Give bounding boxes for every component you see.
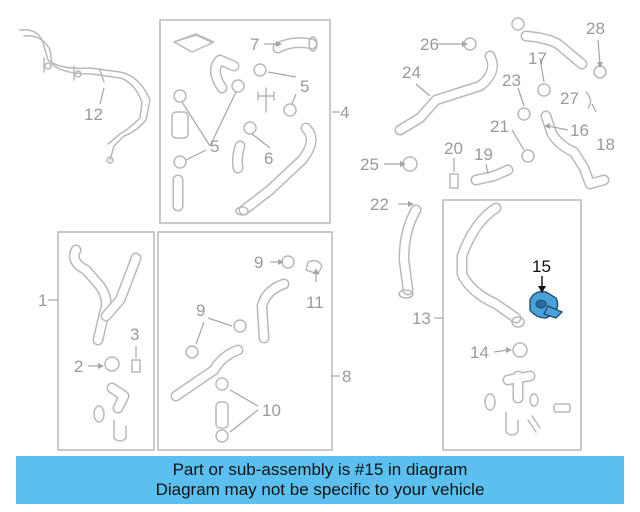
box-8-parts bbox=[170, 255, 323, 443]
callout-9-b: 9 bbox=[196, 301, 205, 320]
callout-5-a: 5 bbox=[300, 77, 309, 96]
banner-line-1: Part or sub-assembly is #15 in diagram bbox=[172, 460, 468, 479]
box-1-parts bbox=[68, 244, 142, 442]
callout-4: 4 bbox=[340, 103, 349, 122]
leader-lines bbox=[48, 39, 603, 433]
callout-14: 14 bbox=[470, 343, 489, 362]
callout-21: 21 bbox=[490, 117, 509, 136]
callout-24: 24 bbox=[402, 63, 421, 82]
box-4-parts bbox=[171, 33, 318, 216]
info-banner: Part or sub-assembly is #15 in diagram D… bbox=[16, 456, 624, 504]
callout-19: 19 bbox=[474, 145, 493, 164]
group-box-1 bbox=[57, 231, 155, 451]
part-15-tab bbox=[543, 305, 564, 319]
callout-16: 16 bbox=[570, 121, 589, 140]
group-box-13 bbox=[442, 199, 582, 451]
callout-11: 11 bbox=[306, 293, 324, 312]
callout-9-a: 9 bbox=[254, 253, 263, 272]
callout-18: 18 bbox=[596, 135, 615, 154]
group-box-4 bbox=[159, 19, 331, 224]
part-15-bore bbox=[535, 299, 547, 309]
callout-25: 25 bbox=[360, 155, 379, 174]
callout-7: 7 bbox=[250, 35, 259, 54]
callout-5-b: 5 bbox=[210, 137, 219, 156]
callout-12: 12 bbox=[84, 105, 103, 124]
part-12-pipe bbox=[19, 29, 151, 164]
callout-2: 2 bbox=[74, 357, 83, 376]
parts-diagram: 12 7 5 4 5 6 1 2 3 9 11 9 8 10 26 28 24 … bbox=[19, 17, 615, 451]
group-box-8 bbox=[157, 231, 333, 451]
callout-23: 23 bbox=[502, 71, 521, 90]
callout-6: 6 bbox=[264, 149, 273, 168]
callout-8: 8 bbox=[342, 367, 351, 386]
upper-right-parts bbox=[394, 17, 610, 299]
callout-17: 17 bbox=[528, 49, 547, 68]
callout-28: 28 bbox=[586, 19, 605, 38]
box-13-parts bbox=[456, 202, 571, 436]
callout-10: 10 bbox=[262, 401, 281, 420]
callout-20: 20 bbox=[444, 139, 463, 158]
part-15-highlighted-clamp[interactable] bbox=[529, 290, 564, 319]
callout-13: 13 bbox=[412, 309, 431, 328]
banner-line-2: Diagram may not be specific to your vehi… bbox=[155, 480, 485, 499]
callout-27: 27 bbox=[560, 89, 579, 108]
callout-15: 15 bbox=[532, 257, 551, 276]
callout-1: 1 bbox=[38, 291, 47, 310]
callout-26: 26 bbox=[420, 35, 439, 54]
callout-3: 3 bbox=[130, 325, 139, 344]
callout-22: 22 bbox=[370, 195, 389, 214]
